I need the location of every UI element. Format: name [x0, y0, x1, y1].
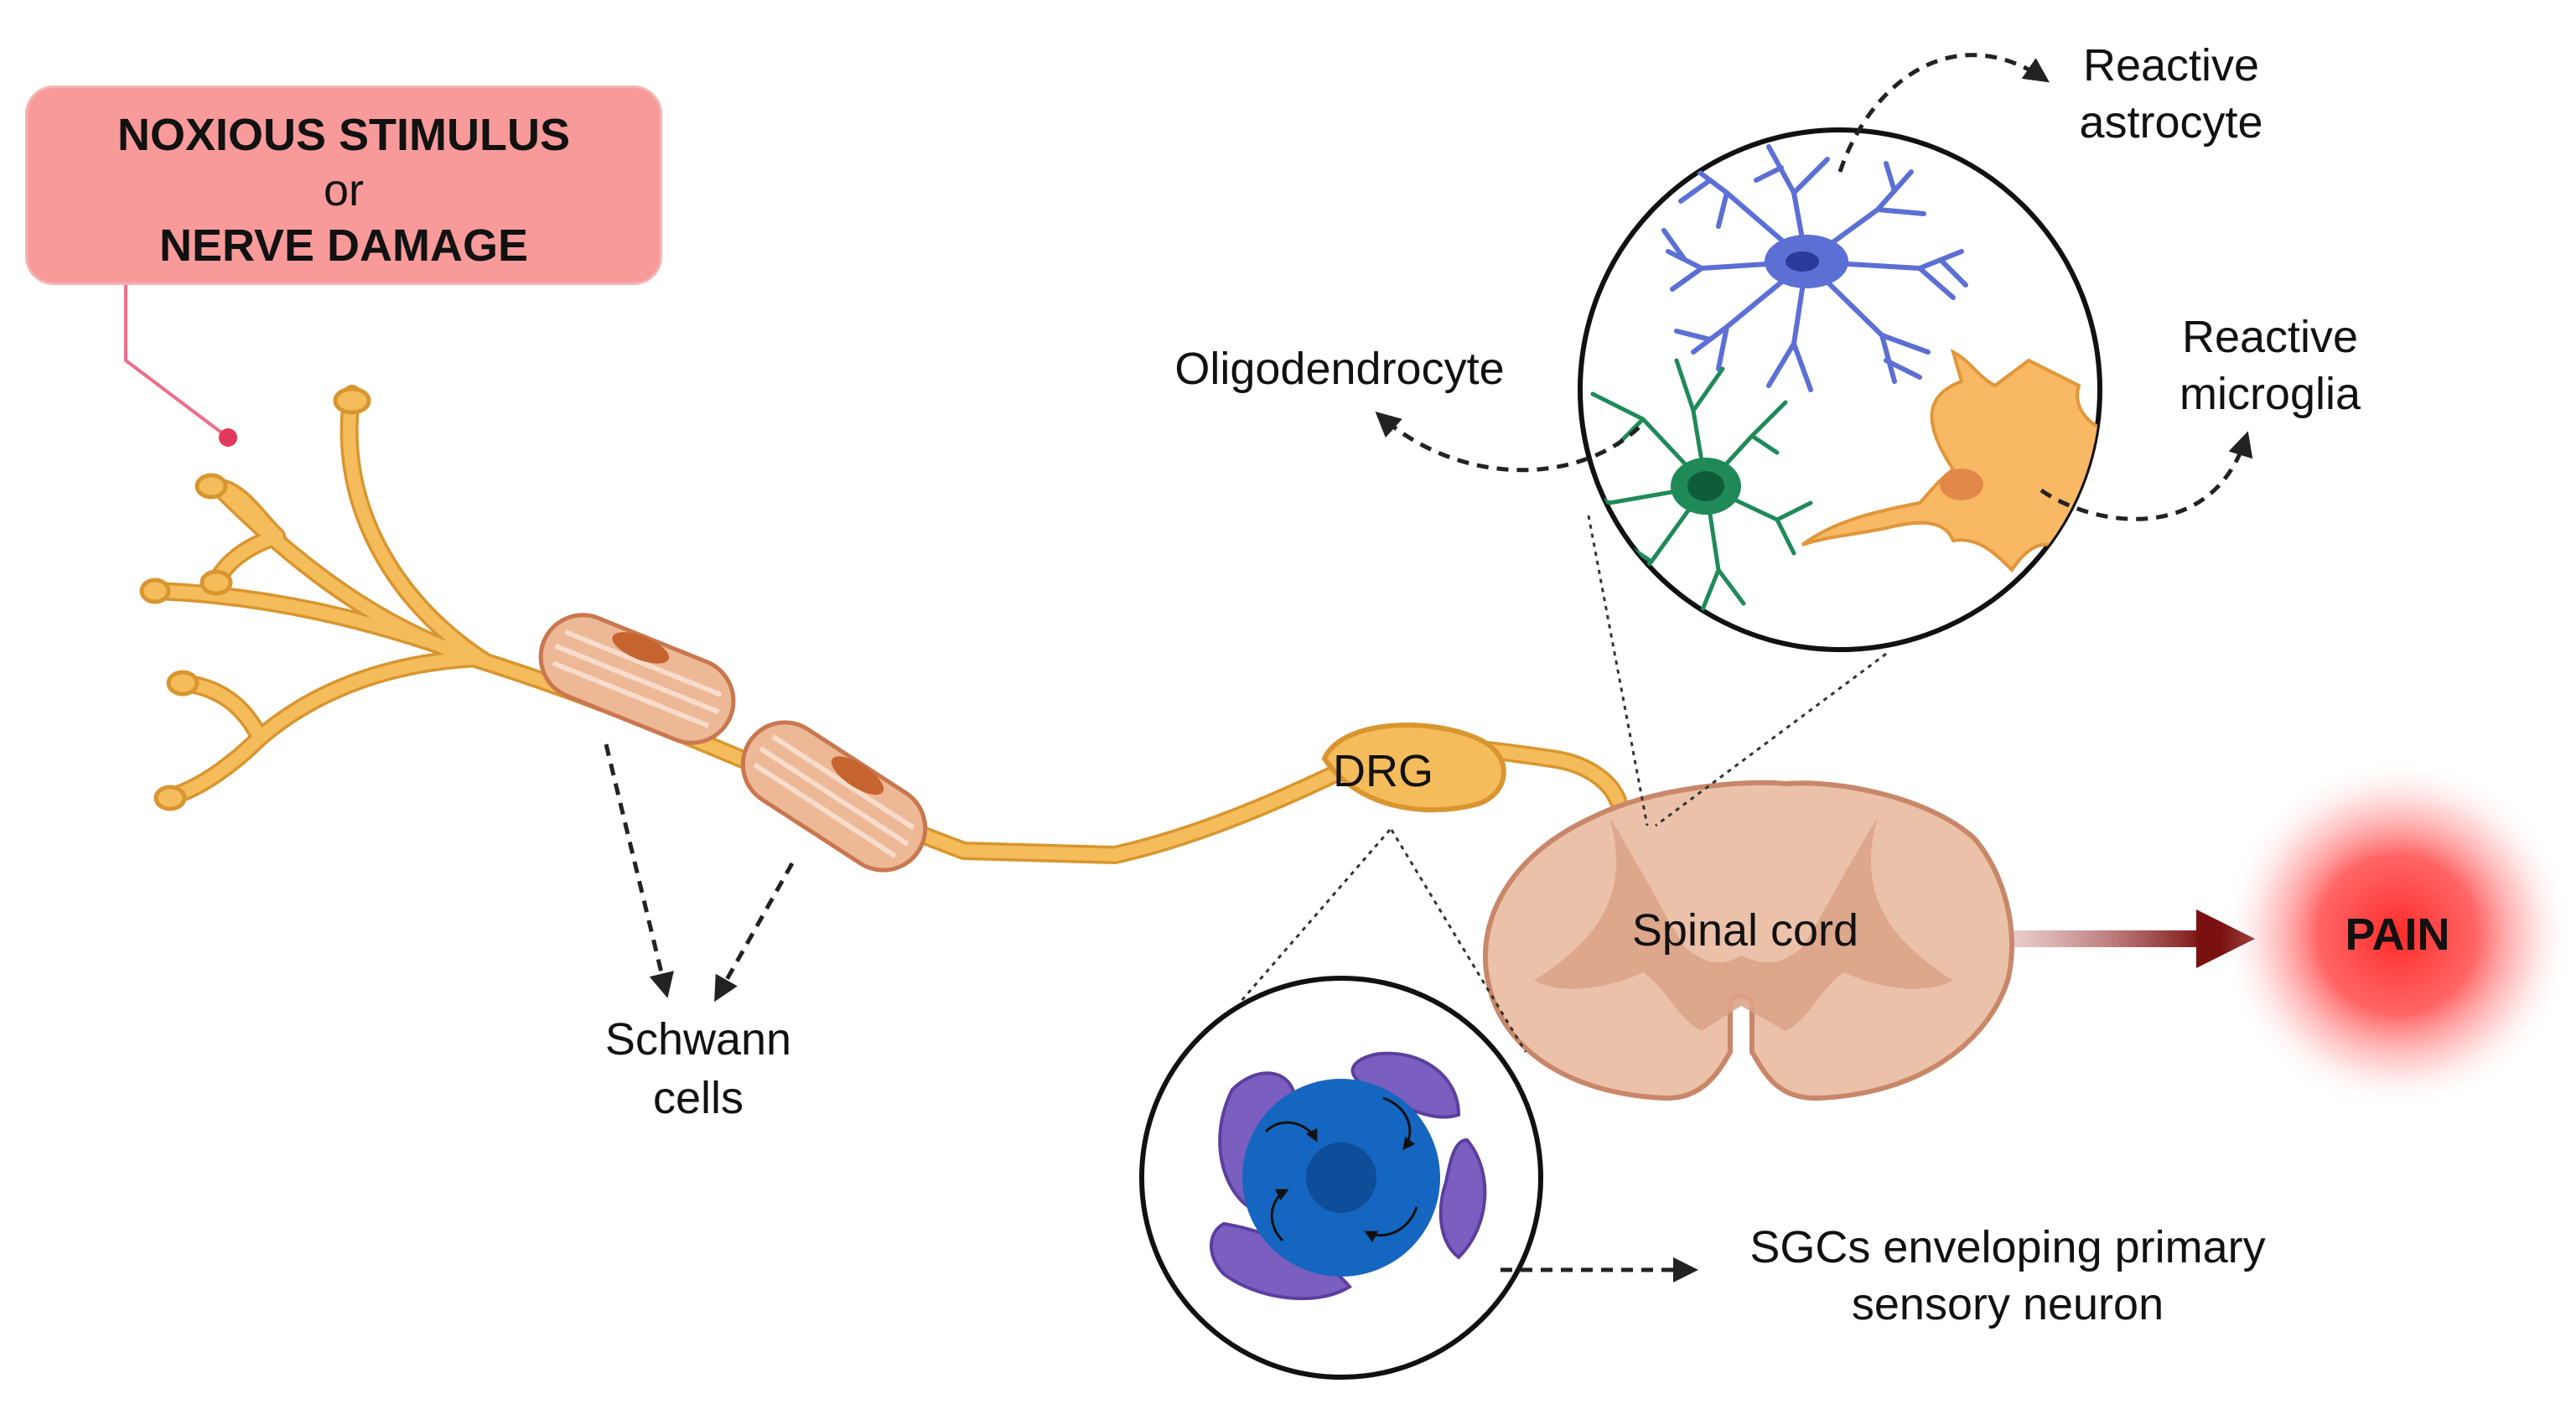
- schwann-label-2: cells: [652, 1073, 744, 1123]
- drg-label: DRG: [1333, 746, 1433, 796]
- schwann-cell-2: [740, 720, 928, 873]
- sgc-label-2: sensory neuron: [1851, 1279, 2164, 1329]
- pain-glow: [2221, 759, 2573, 1111]
- spinal-cord-label: Spinal cord: [1631, 905, 1859, 956]
- oligodendrocyte-label: Oligodendrocyte: [1174, 344, 1505, 394]
- sensory-neuron: [139, 385, 1627, 864]
- glia-zoom-circle: [1578, 127, 2102, 652]
- spinal-cord: [1482, 780, 2015, 1101]
- schwann-arrows: [604, 743, 795, 1002]
- reactive-microglia-label-2: microglia: [2179, 369, 2361, 419]
- pain-label: PAIN: [2345, 909, 2450, 960]
- reactive-astrocyte-label-1: Reactive: [2082, 40, 2260, 91]
- sgc-cell: [1438, 1137, 1487, 1260]
- reactive-microglia-label-1: Reactive: [2181, 312, 2359, 362]
- drg-ganglion: [1321, 723, 1506, 813]
- stimulus-pointer: [124, 285, 237, 447]
- stimulus-line-3: NERVE DAMAGE: [158, 220, 529, 271]
- schwann-cell-1: [538, 613, 736, 745]
- glia-label-arrows: [1375, 53, 2253, 521]
- stimulus-box: NOXIOUS STIMULUS or NERVE DAMAGE: [25, 85, 662, 285]
- sgc-zoom-circle: [1139, 976, 1543, 1380]
- schwann-label-1: Schwann: [604, 1014, 792, 1065]
- microglia-cell: [1801, 349, 2100, 573]
- sgc-cell: [1350, 1051, 1461, 1119]
- reactive-astrocyte-label-2: astrocyte: [2079, 97, 2263, 148]
- sgc-label-1: SGCs enveloping primary: [1749, 1222, 2266, 1272]
- stimulus-line-1: NOXIOUS STIMULUS: [117, 110, 571, 160]
- pain-arrow: [2012, 909, 2255, 968]
- zoom-guide-lines: [1239, 515, 1887, 1053]
- stimulus-line-2: or: [323, 165, 364, 215]
